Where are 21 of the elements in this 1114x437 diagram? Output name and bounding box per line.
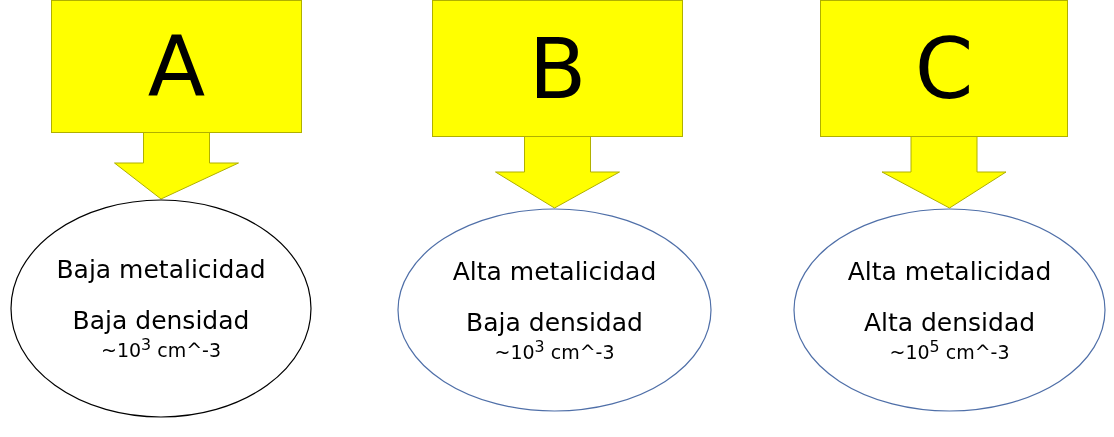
block-arrow: [114, 131, 239, 200]
block-arrow: [495, 135, 620, 209]
letter-label: C: [914, 26, 974, 111]
letter-label: B: [528, 26, 587, 111]
property-text: Alta metalicidad: [847, 256, 1052, 286]
property-text: Baja metalicidad: [56, 255, 266, 285]
property-text: Baja densidad: [72, 306, 250, 336]
density-value: ~10$^{5}$ cm^-3: [889, 336, 1010, 364]
block-arrow: [881, 135, 1007, 209]
ellipse-node: [10, 199, 312, 418]
ellipse-node: [793, 208, 1106, 412]
label-box: [820, 0, 1068, 137]
property-text: Alta metalicidad: [452, 256, 657, 286]
property-text: Baja densidad: [466, 307, 643, 337]
label-box: [51, 0, 302, 133]
density-value: ~10$^{3}$ cm^-3: [494, 336, 615, 364]
label-box: [432, 0, 683, 137]
property-text: Alta densidad: [863, 307, 1036, 337]
density-value: ~10$^{3}$ cm^-3: [100, 335, 221, 362]
ellipse-node: [397, 208, 712, 412]
letter-label: A: [147, 24, 206, 109]
